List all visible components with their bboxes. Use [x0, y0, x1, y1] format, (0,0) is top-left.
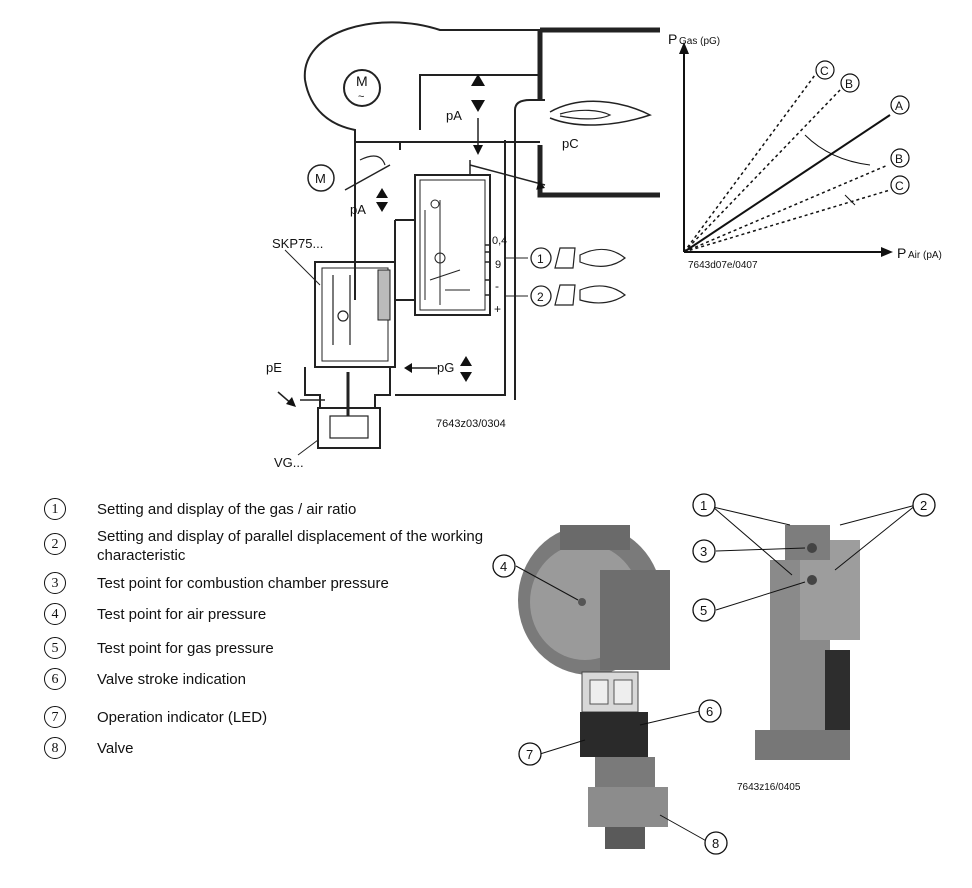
legend-text: Setting and display of parallel displace… [97, 528, 484, 564]
photo-callout-5: 5 [700, 603, 707, 618]
vg-label: VG... [274, 455, 304, 470]
product-photo: 1 2 3 4 5 6 7 8 7643z16/0405 [492, 493, 936, 855]
schematic-callout-1: 1 [537, 252, 544, 266]
graph-y-label: P [668, 31, 677, 47]
legend-text: Test point for air pressure [97, 606, 267, 623]
graph-code: 7643d07e/0407 [688, 260, 758, 271]
actuator-label: M [315, 171, 326, 186]
legend-item-3: 3 Test point for combustion chamber pres… [44, 572, 389, 594]
graph-line-label-a: A [895, 99, 903, 113]
graph-line-label-c-upper: C [820, 64, 829, 78]
legend-number: 7 [44, 706, 66, 728]
fan-motor [343, 69, 381, 107]
legend-item-2: 2 Setting and display of parallel displa… [44, 528, 483, 564]
legend-text: Operation indicator (LED) [97, 709, 268, 726]
scale-plus-label: + [494, 302, 501, 316]
photo-code: 7643z16/0405 [737, 782, 801, 793]
photo-callout-2: 2 [920, 498, 927, 513]
legend-item-1: 1 Setting and display of the gas / air r… [44, 498, 356, 520]
graph-y-sublabel: Gas (pG) [679, 36, 720, 47]
legend-text: Test point for gas pressure [97, 640, 274, 657]
scale-top-label: 0,4 [492, 235, 507, 247]
skp-label: SKP75... [272, 236, 323, 251]
pg-label: pG [437, 360, 454, 375]
graph-line-label-c-lower: C [895, 179, 904, 193]
gas-air-graph: C B A B C P Gas (pG) P Air (pA) 7643d07e… [668, 31, 942, 271]
scale-minus-label: - [495, 279, 499, 293]
scale-9-label: 9 [495, 259, 501, 271]
line-b-upper [683, 89, 841, 253]
schematic-callout-2: 2 [537, 290, 544, 304]
legend-text: Valve [97, 740, 134, 757]
legend-number: 5 [44, 637, 66, 659]
legend-item-7: 7 Operation indicator (LED) [44, 706, 267, 728]
fan-motor-sublabel: ~ [358, 91, 364, 103]
photo-callout-7: 7 [526, 747, 533, 762]
schematic-code: 7643z03/0304 [436, 418, 506, 430]
line-c-upper [683, 74, 816, 253]
pa-top-label: pA [446, 108, 462, 123]
legend-text: Test point for combustion chamber pressu… [97, 575, 389, 592]
graph-line-label-b-lower: B [895, 152, 903, 166]
legend-item-4: 4 Test point for air pressure [44, 603, 266, 625]
photo-callout-8: 8 [712, 836, 719, 851]
legend-number: 6 [44, 668, 66, 690]
graph-line-label-b-upper: B [845, 77, 853, 91]
photo-callout-1: 1 [700, 498, 707, 513]
fan-motor-label: M [356, 73, 368, 89]
legend-item-8: 8 Valve [44, 737, 133, 759]
pe-label: pE [266, 360, 282, 375]
photo-callout-4: 4 [500, 559, 507, 574]
line-c-lower [683, 189, 891, 253]
damper-actuator [307, 164, 335, 192]
legend-number: 1 [44, 498, 66, 520]
legend-item-5: 5 Test point for gas pressure [44, 637, 274, 659]
legend-text: Setting and display of the gas / air rat… [97, 501, 357, 518]
pa-mid-label: pA [350, 202, 366, 217]
photo-callout-3: 3 [700, 544, 707, 559]
photo-callout-6: 6 [706, 704, 713, 719]
line-b-lower [683, 164, 889, 253]
legend-number: 2 [44, 533, 66, 555]
pc-label: pC [562, 136, 579, 151]
legend-number: 3 [44, 572, 66, 594]
legend-text: Valve stroke indication [97, 671, 246, 688]
legend-number: 4 [44, 603, 66, 625]
legend-item-6: 6 Valve stroke indication [44, 668, 246, 690]
graph-x-sublabel: Air (pA) [908, 250, 942, 261]
line-a [683, 114, 891, 253]
legend-number: 8 [44, 737, 66, 759]
graph-x-label: P [897, 245, 906, 261]
